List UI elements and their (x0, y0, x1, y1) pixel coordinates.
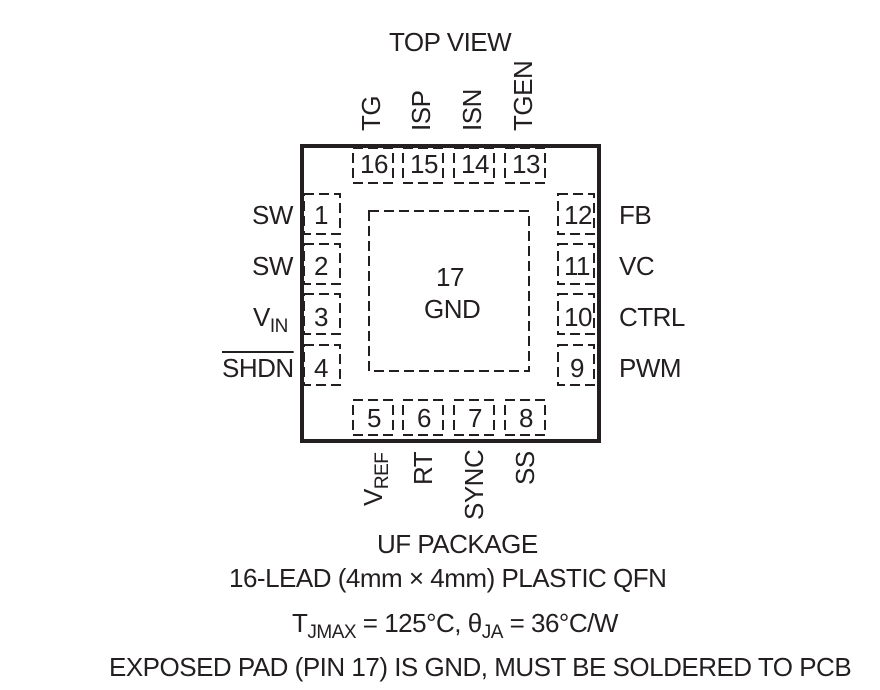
pin-name-5: VREF (358, 452, 393, 506)
exposed-pad-number: 17 (436, 262, 464, 292)
pin-number-6: 6 (417, 403, 431, 433)
pin-number-2: 2 (314, 251, 328, 281)
pin-name-3: VIN (253, 302, 288, 337)
package-body (300, 144, 601, 443)
pin-number-7: 7 (468, 403, 482, 433)
pin-pad-13 (504, 147, 546, 184)
pin-name-13: TGEN (508, 60, 538, 131)
exposed-pad-name: GND (424, 294, 481, 324)
pin-name-15: ISP (406, 90, 436, 131)
pin-name-12: FB (619, 200, 652, 230)
pin-name-10: CTRL (619, 302, 685, 332)
pin-pad-12 (557, 193, 595, 235)
pin-pad-4 (303, 344, 341, 386)
pin-number-13: 13 (512, 149, 540, 179)
pin-name-14: ISN (457, 89, 487, 131)
pin-pad-7 (453, 399, 495, 436)
pin-name-7: SYNC (459, 449, 489, 520)
pin-pad-5 (352, 399, 394, 436)
pin-pad-9 (557, 344, 595, 386)
pin-number-12: 12 (564, 200, 592, 230)
pin-pad-1 (303, 193, 341, 235)
pin-number-9: 9 (570, 353, 584, 383)
pin-pad-11 (557, 243, 595, 285)
pin-pad-3 (303, 293, 341, 335)
pin-pad-8 (504, 399, 546, 436)
pin-pad-15 (402, 147, 444, 184)
pin-number-1: 1 (314, 200, 328, 230)
pin-number-3: 3 (314, 302, 328, 332)
pin-number-15: 15 (410, 149, 438, 179)
exposed-pad-note: EXPOSED PAD (PIN 17) IS GND, MUST BE SOL… (109, 652, 852, 682)
pin-pad-14 (453, 147, 495, 184)
pin-number-8: 8 (519, 403, 533, 433)
exposed-pad-outline (368, 210, 530, 372)
pin-number-4: 4 (314, 353, 328, 383)
pin-name-8: SS (510, 451, 540, 485)
pin-number-5: 5 (367, 403, 381, 433)
pin-name-1: SW (252, 200, 293, 230)
pin-name-9: PWM (619, 353, 682, 383)
diagram-title: TOP VIEW (389, 27, 512, 57)
pin-pad-16 (352, 147, 394, 184)
pin-pad-2 (303, 243, 341, 285)
pin-pad-6 (402, 399, 444, 436)
pin-number-14: 14 (461, 149, 489, 179)
pin-number-10: 10 (564, 302, 592, 332)
pin-name-11: VC (619, 251, 655, 281)
pin-name-2: SW (252, 251, 293, 281)
pin-name-4: SHDN (222, 353, 294, 383)
pin-pad-10 (557, 293, 595, 335)
pin-name-16: TG (356, 95, 386, 131)
pin-number-11: 11 (564, 251, 591, 281)
thermal-specs: TJMAX = 125°C, θJA = 36°C/W (292, 608, 618, 643)
package-name: UF PACKAGE (377, 529, 538, 559)
pin-number-16: 16 (360, 149, 388, 179)
package-description: 16-LEAD (4mm × 4mm) PLASTIC QFN (229, 563, 667, 593)
pin-name-6: RT (408, 451, 438, 485)
